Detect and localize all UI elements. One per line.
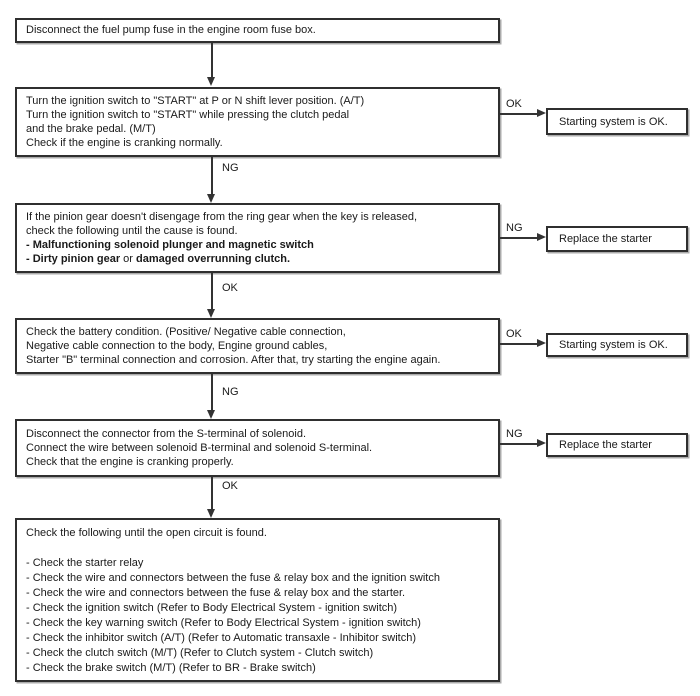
step-3-mixed-regular: or [120,253,137,265]
result-box-starting-ok-1: Starting system is OK. [546,108,688,135]
step-6-text-line: - Check the ignition switch (Refer to Bo… [26,602,398,614]
step-6-text-line: - Check the brake switch (M/T) (Refer to… [26,662,316,674]
step-6-text-line: - Check the wire and connectors between … [26,587,406,599]
branch-label-ok-1: OK [506,98,522,110]
result-box-replace-starter-2: Replace the starter [546,433,688,457]
right-arrow-4-head [537,439,546,447]
step-2-text-line: and the brake pedal. (M/T) [26,123,156,135]
step-5-text-line: Check that the engine is cranking proper… [26,456,234,468]
down-arrow-4-label-ng: NG [222,386,239,398]
down-arrow-2-head [207,194,215,203]
result-box-replace-starter-1: Replace the starter [546,226,688,252]
step-1-text: Disconnect the fuel pump fuse in the eng… [26,24,316,36]
result-text: Replace the starter [559,439,652,451]
result-box-starting-ok-2: Starting system is OK. [546,333,688,357]
step-4-text-line: Starter "B" terminal connection and corr… [26,354,441,366]
step-3-mixed-item: - Dirty pinion gear or damaged overrunni… [26,252,489,266]
down-arrow-5-head [207,509,215,518]
right-arrow-1-head [537,109,546,117]
branch-label-ng-2: NG [506,428,523,440]
step-6-text-line: Check the following until the open circu… [26,527,267,539]
step-6-box: Check the following until the open circu… [15,518,500,682]
step-6-text-line: - Check the key warning switch (Refer to… [26,617,421,629]
step-6-text-line: - Check the inhibitor switch (A/T) (Refe… [26,632,417,644]
right-arrow-1-line [500,113,537,115]
step-2-box: Turn the ignition switch to "START" at P… [15,87,500,157]
step-6-text-line: - Check the wire and connectors between … [26,572,440,584]
step-6-text-line: - Check the starter relay [26,557,144,569]
right-arrow-4-line [500,443,537,445]
right-arrow-3-line [500,343,537,345]
step-4-text-line: Negative cable connection to the body, E… [26,340,328,352]
right-arrow-2-line [500,237,537,239]
step-3-text-line: check the following until the cause is f… [26,225,238,237]
step-3-bold-item: - Malfunctioning solenoid plunger and ma… [26,239,314,251]
down-arrow-3-label-ok: OK [222,282,238,294]
step-1-box: Disconnect the fuel pump fuse in the eng… [15,18,500,43]
step-5-text-line: Connect the wire between solenoid B-term… [26,442,373,454]
down-arrow-5-line [211,477,213,509]
step-3-mixed-bold-1: - Dirty pinion gear [26,253,121,265]
right-arrow-3-head [537,339,546,347]
down-arrow-4-line [211,374,213,410]
step-2-text-line: Turn the ignition switch to "START" at P… [26,95,365,107]
step-2-text-line: Check if the engine is cranking normally… [26,137,223,149]
down-arrow-2-line [211,157,213,194]
result-text: Replace the starter [559,233,652,245]
down-arrow-3-head [207,309,215,318]
step-3-text-line: If the pinion gear doesn't disengage fro… [26,211,418,223]
step-6-blank-line [26,541,489,556]
step-3-box: If the pinion gear doesn't disengage fro… [15,203,500,273]
step-3-mixed-bold-2: damaged overrunning clutch. [136,253,291,265]
down-arrow-3-line [211,273,213,309]
down-arrow-5-label-ok: OK [222,480,238,492]
branch-label-ng-1: NG [506,222,523,234]
step-6-text-line: - Check the clutch switch (M/T) (Refer t… [26,647,374,659]
step-2-text-line: Turn the ignition switch to "START" whil… [26,109,350,121]
result-text: Starting system is OK. [559,339,668,351]
step-5-text-line: Disconnect the connector from the S-term… [26,428,307,440]
down-arrow-4-head [207,410,215,419]
result-text: Starting system is OK. [559,115,668,128]
down-arrow-2-label-ng: NG [222,162,239,174]
down-arrow-1-line [211,43,213,77]
right-arrow-2-head [537,233,546,241]
branch-label-ok-2: OK [506,328,522,340]
step-4-text-line: Check the battery condition. (Positive/ … [26,326,346,338]
step-5-box: Disconnect the connector from the S-term… [15,419,500,477]
step-4-box: Check the battery condition. (Positive/ … [15,318,500,374]
down-arrow-1-head [207,77,215,86]
